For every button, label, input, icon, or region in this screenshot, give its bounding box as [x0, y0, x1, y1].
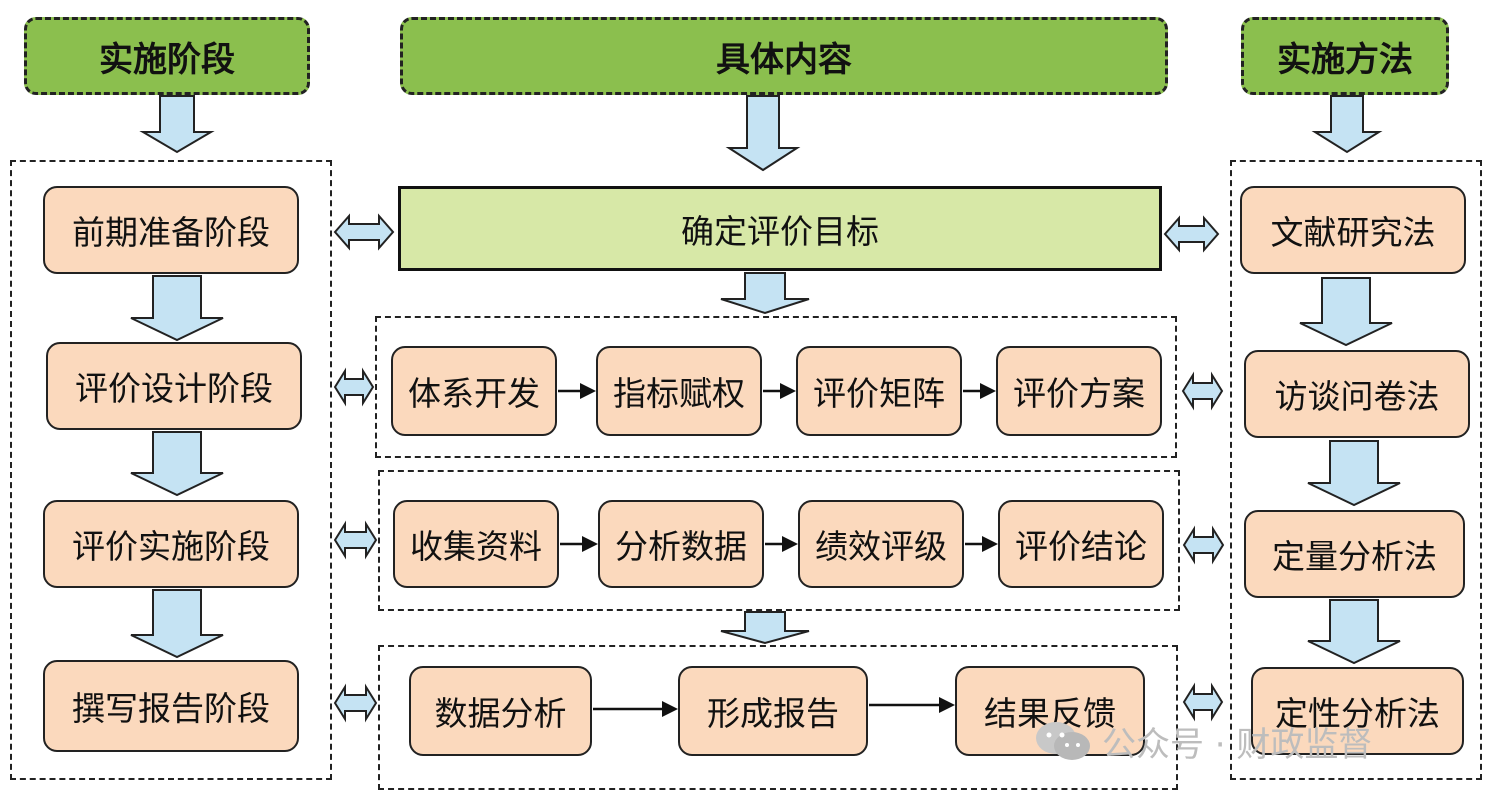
content-row-3-group: [378, 645, 1178, 790]
arrow-down-method-3: [1307, 599, 1401, 665]
line-arrow-row2-2-head: [782, 536, 798, 552]
line-arrow-row1-3-head: [980, 383, 996, 399]
arrow-down-stage-1: [130, 275, 224, 342]
header-stage: 实施阶段: [24, 17, 310, 95]
line-arrow-row2-3-head: [982, 536, 998, 552]
arrow-down-method-1: [1299, 277, 1393, 347]
stage-box-design: 评价设计阶段: [46, 342, 302, 430]
method-box-interview-questionnaire: 访谈问卷法: [1244, 350, 1470, 438]
method-box-literature-research: 文献研究法: [1240, 186, 1466, 274]
content-row-1-group: [375, 316, 1177, 458]
double-arrow-left-3: [333, 520, 378, 560]
header-method: 实施方法: [1241, 17, 1449, 95]
double-arrow-left-1: [333, 213, 395, 251]
double-arrow-right-1: [1163, 215, 1220, 253]
goal-box: 确定评价目标: [398, 186, 1162, 271]
line-arrow-row3-2-head: [939, 697, 955, 713]
double-arrow-right-4: [1182, 682, 1224, 722]
content-box-performance-rating: 绩效评级: [798, 500, 964, 588]
stage-box-report-writing: 撰写报告阶段: [43, 660, 299, 752]
double-arrow-right-3: [1182, 525, 1225, 565]
arrow-down-method-2: [1307, 440, 1401, 507]
content-box-indicator-weighting: 指标赋权: [596, 346, 762, 436]
method-box-quantitative-analysis: 定量分析法: [1244, 510, 1465, 598]
method-box-qualitative-analysis: 定性分析法: [1251, 667, 1464, 755]
arrow-down-stage-3: [130, 589, 224, 659]
line-arrow-row1-1-head: [580, 383, 596, 399]
header-content: 具体内容: [400, 17, 1168, 95]
arrow-down-stage-2: [130, 431, 224, 497]
content-box-evaluation-conclusion: 评价结论: [998, 500, 1164, 588]
arrow-down-stage-header: [139, 95, 215, 154]
wechat-icon: [1036, 722, 1090, 760]
arrow-down-row-2: [720, 611, 810, 645]
arrow-down-method-header: [1311, 95, 1383, 154]
stage-group: [10, 160, 332, 780]
content-box-data-analysis: 数据分析: [409, 666, 592, 756]
double-arrow-left-2: [333, 367, 375, 407]
method-group: [1230, 160, 1482, 780]
line-arrow-row1-2-head: [780, 383, 796, 399]
stage-box-implementation: 评价实施阶段: [43, 500, 299, 588]
watermark: 公众号 · 财政监督: [1032, 716, 1372, 766]
content-box-evaluation-plan: 评价方案: [996, 346, 1162, 436]
content-box-system-development: 体系开发: [391, 346, 557, 436]
stage-box-preparation: 前期准备阶段: [43, 186, 299, 274]
watermark-text: 公众号 · 财政监督: [1102, 724, 1373, 765]
arrow-down-content-header: [725, 95, 801, 172]
content-row-2-group: [378, 470, 1180, 611]
content-box-analyze-data: 分析数据: [598, 500, 764, 588]
double-arrow-right-2: [1181, 371, 1224, 411]
line-arrow-row2-1-head: [582, 536, 598, 552]
content-box-form-report: 形成报告: [678, 666, 868, 756]
content-box-collect-data: 收集资料: [393, 500, 559, 588]
line-arrow-row3-1-head: [662, 701, 678, 717]
double-arrow-left-4: [333, 683, 378, 723]
content-box-evaluation-matrix: 评价矩阵: [796, 346, 962, 436]
arrow-down-goal: [720, 272, 810, 315]
